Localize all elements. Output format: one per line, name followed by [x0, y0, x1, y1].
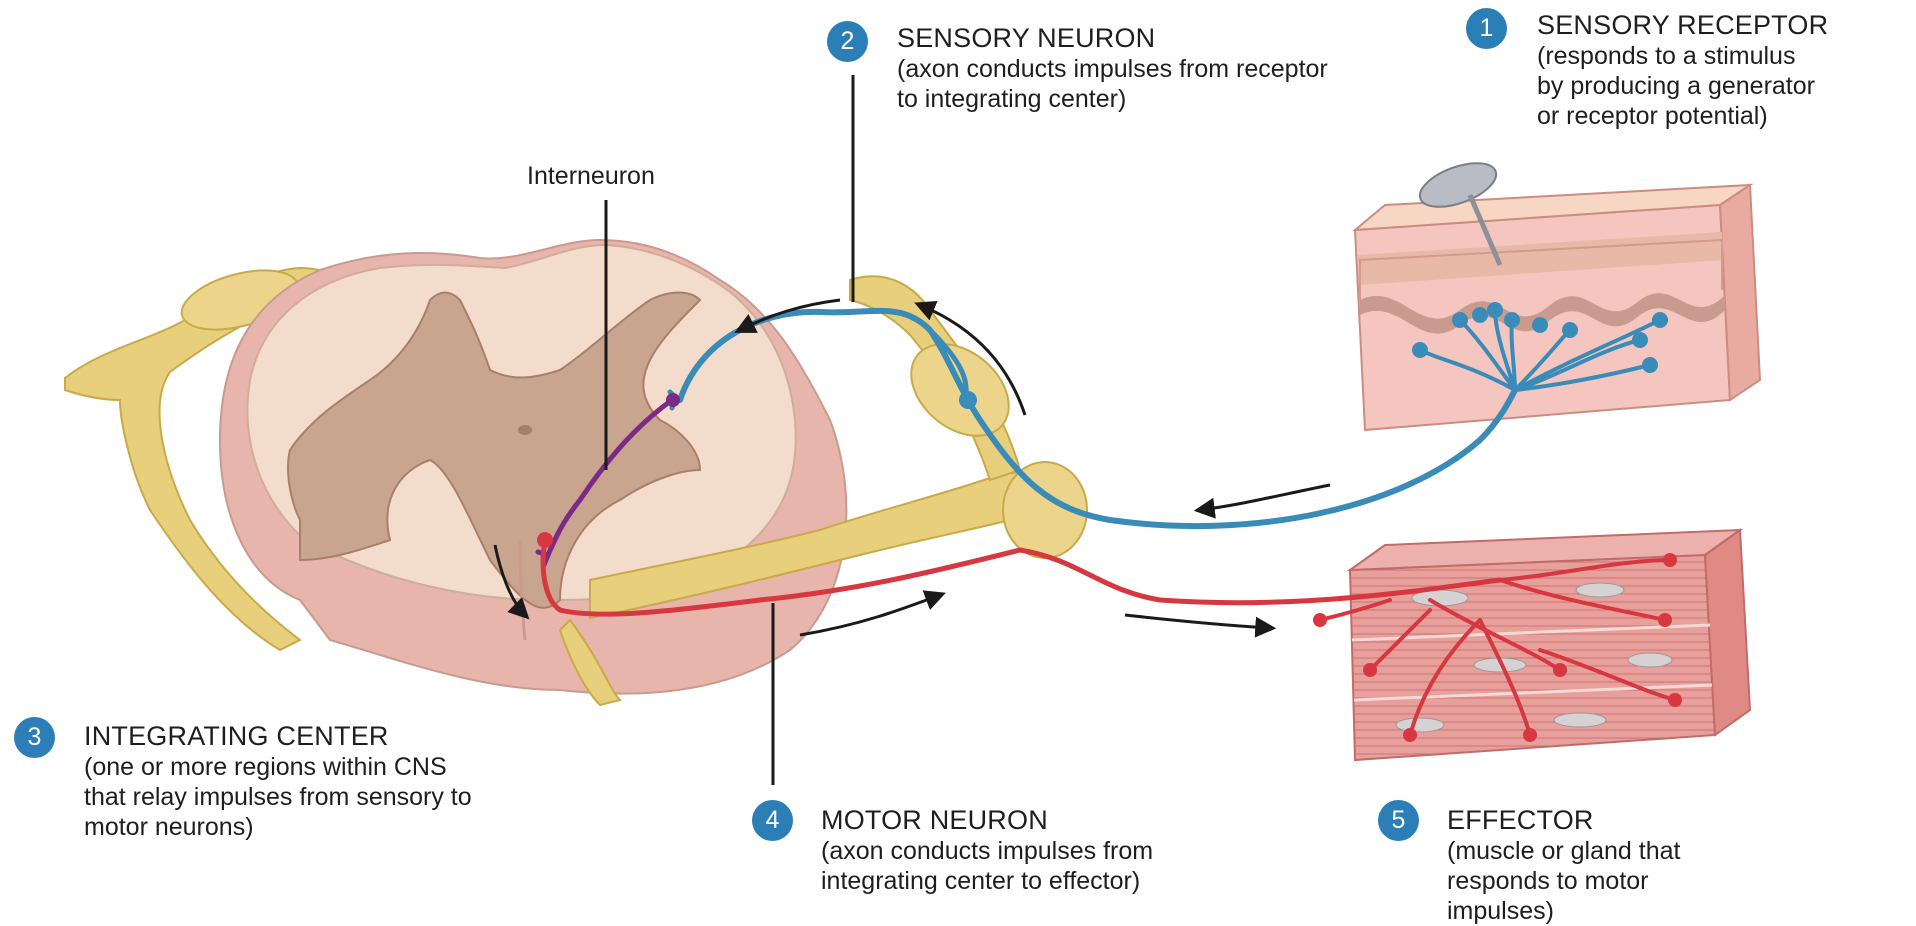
sensory-receptor-title: SENSORY RECEPTOR: [1537, 10, 1828, 41]
step-badge-3: 3: [14, 717, 55, 758]
integrating-center-title: INTEGRATING CENTER: [84, 721, 472, 752]
spinal-cord: [220, 240, 846, 694]
integrating-center-desc-line: (one or more regions within CNS: [84, 752, 472, 782]
effector-desc-line: responds to motor: [1447, 866, 1680, 896]
step-badge-5: 5: [1378, 800, 1419, 841]
skin-tissue: [1355, 185, 1760, 430]
sensory-receptor-desc-line: (responds to a stimulus: [1537, 41, 1828, 71]
central-canal: [518, 425, 532, 435]
arrow-to-effector: [1125, 615, 1270, 628]
sensory-cell-body: [959, 391, 977, 409]
interneuron-cell-body: [666, 393, 680, 407]
integrating-center-desc-line: that relay impulses from sensory to: [84, 782, 472, 812]
effector-title: EFFECTOR: [1447, 805, 1680, 836]
muscle-tissue: [1350, 530, 1750, 760]
motor-neuron-desc-line: (axon conducts impulses from: [821, 836, 1153, 866]
step-badge-4: 4: [752, 800, 793, 841]
sensory-neuron-desc-line: (axon conducts impulses from receptor: [897, 54, 1328, 84]
arrow-along-sensory-axon: [1200, 485, 1330, 510]
sensory-receptor-desc-line: or receptor potential): [1537, 101, 1828, 131]
motor-neuron-title: MOTOR NEURON: [821, 805, 1153, 836]
step-badge-2: 2: [827, 21, 868, 62]
effector-desc-line: (muscle or gland that: [1447, 836, 1680, 866]
effector-desc-line: impulses): [1447, 896, 1680, 926]
interneuron-label: Interneuron: [527, 162, 655, 191]
motor-cell-body: [537, 532, 553, 548]
sensory-receptor-desc-line: by producing a generator: [1537, 71, 1828, 101]
motor-neuron-desc-line: integrating center to effector): [821, 866, 1153, 896]
sensory-neuron-title: SENSORY NEURON: [897, 23, 1328, 54]
sensory-neuron-desc-line: to integrating center): [897, 84, 1328, 114]
step-badge-1: 1: [1466, 8, 1507, 49]
integrating-center-desc-line: motor neurons): [84, 812, 472, 842]
